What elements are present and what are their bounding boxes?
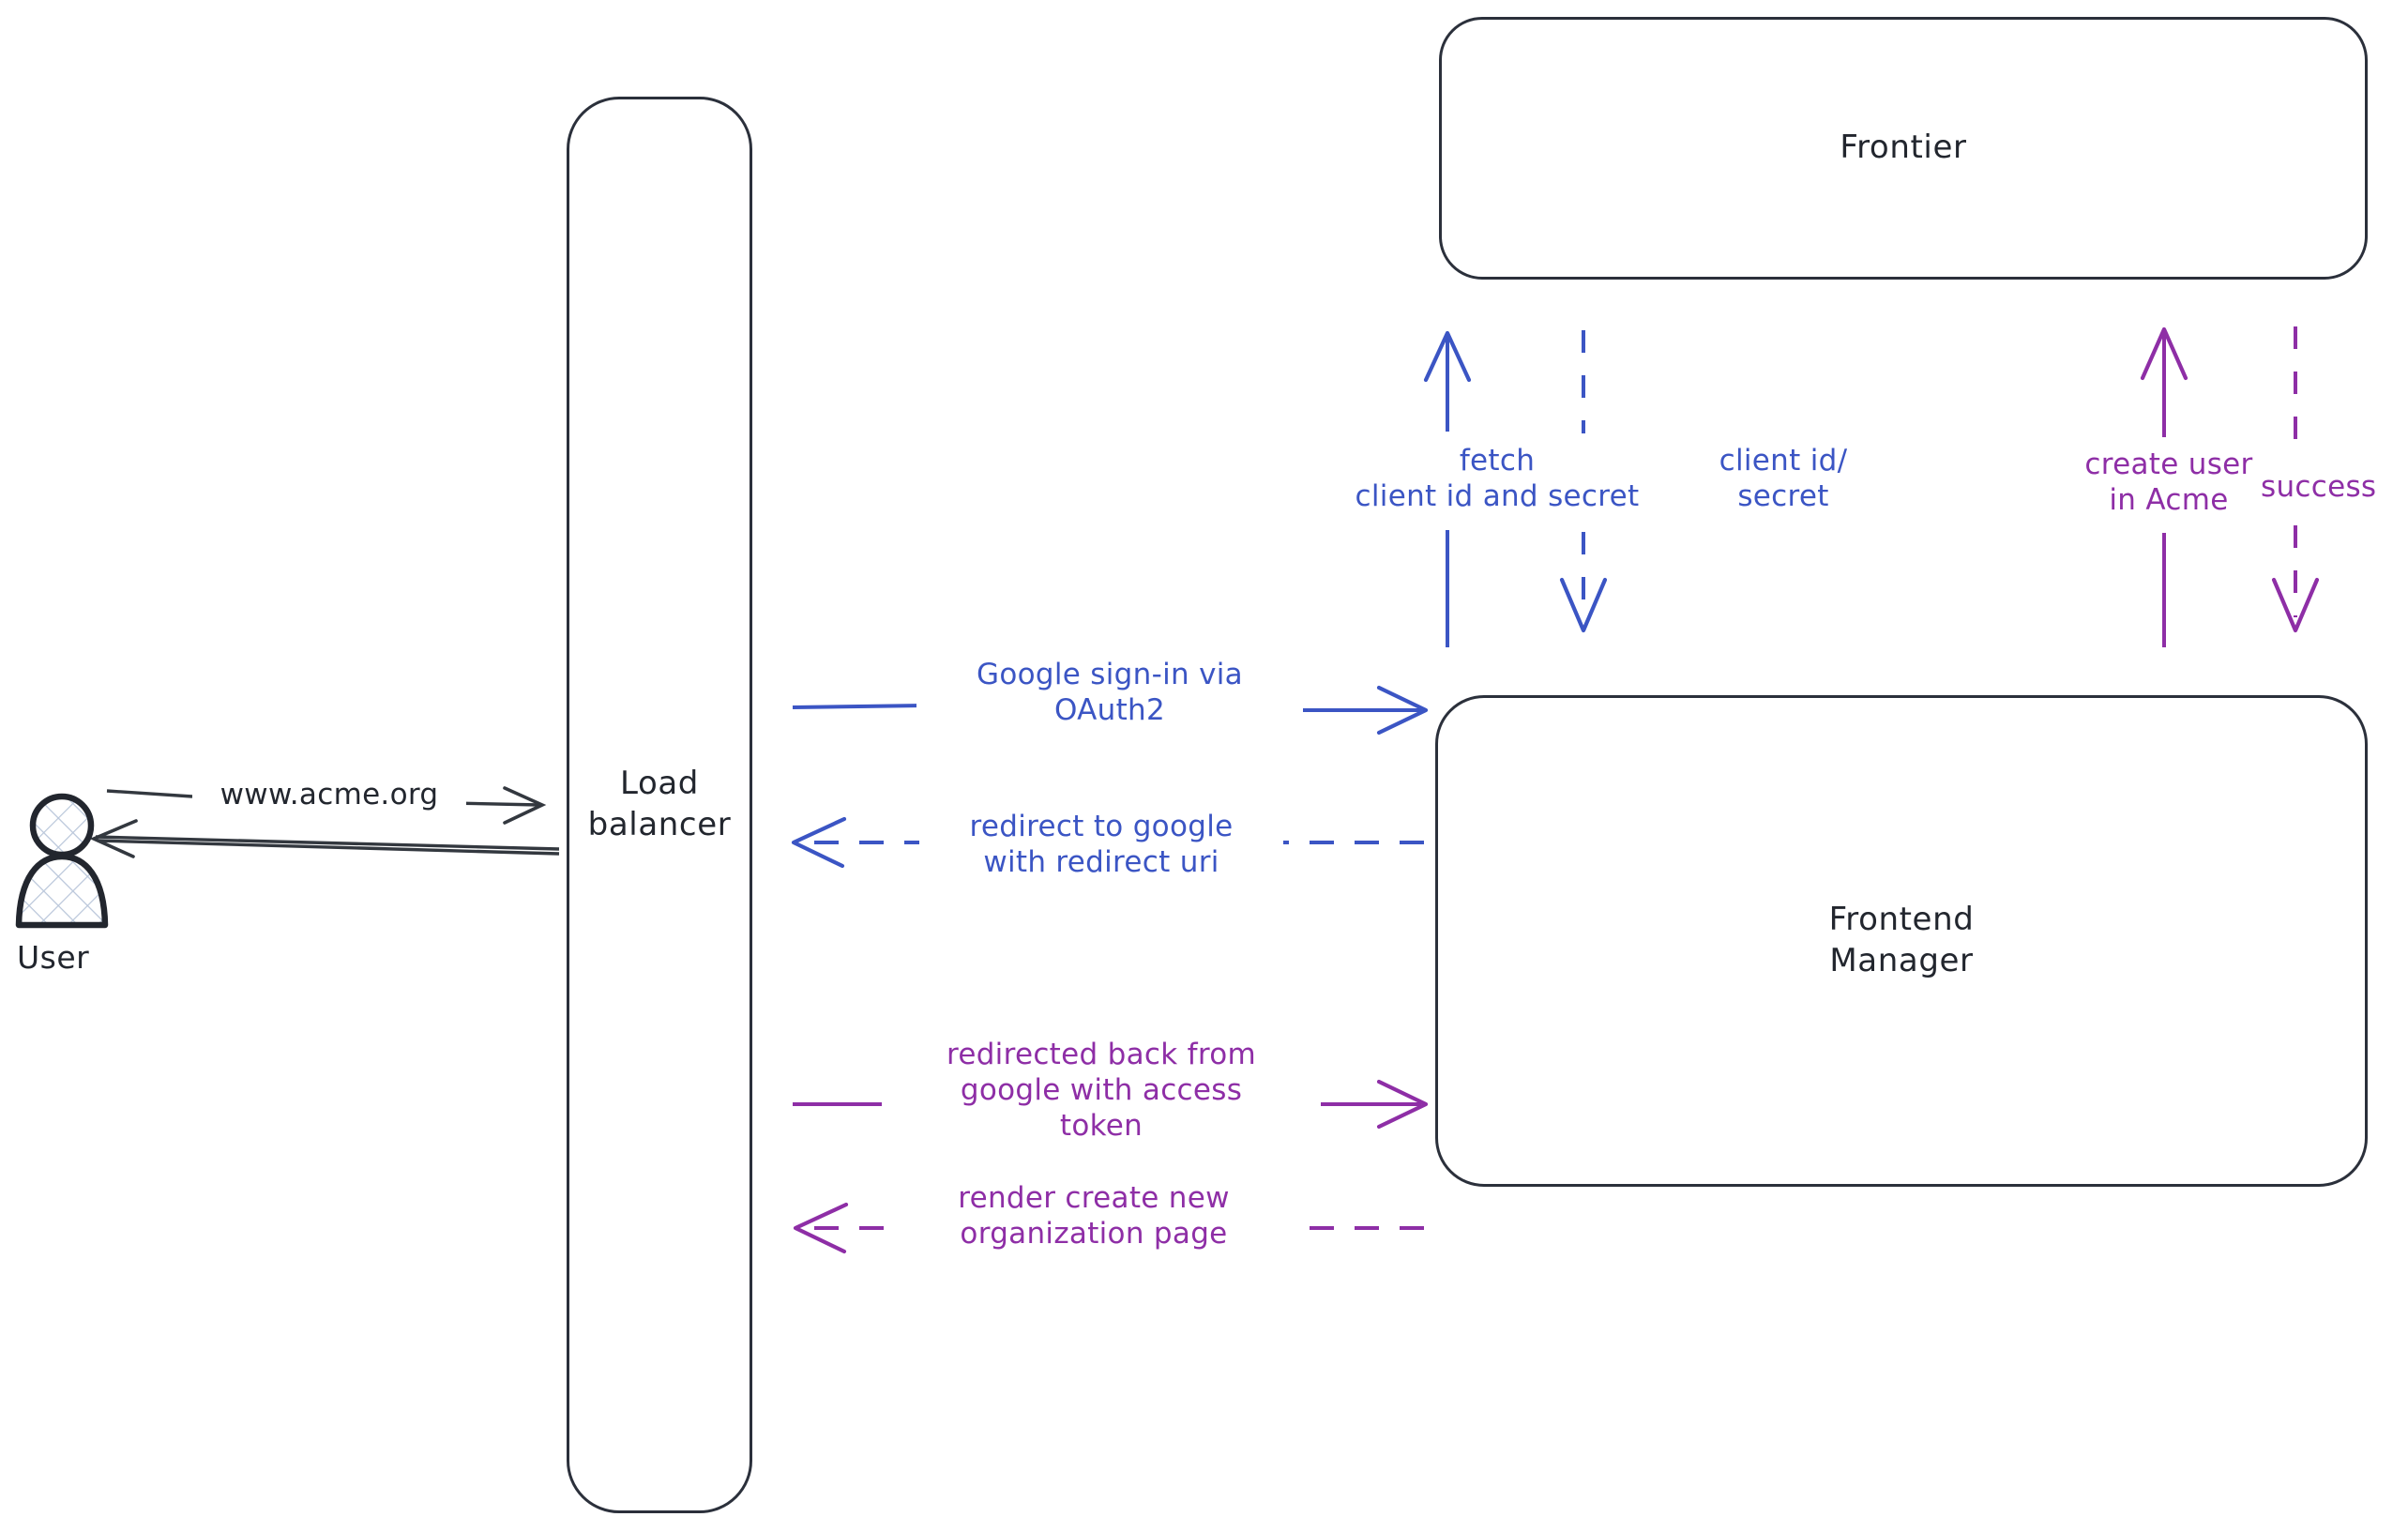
edge-success[interactable] bbox=[2271, 326, 2320, 633]
edge-client-id-secret[interactable] bbox=[1559, 330, 1608, 633]
user-head-icon bbox=[29, 793, 95, 858]
frontier-label: Frontier bbox=[1840, 129, 1967, 167]
edge-label-client-id-secret: client id/ secret bbox=[1677, 443, 1889, 516]
edge-create-user-in-acme[interactable] bbox=[2140, 326, 2188, 647]
frontier-node[interactable]: Frontier bbox=[1439, 17, 2368, 280]
edge-label-fetch-client-id-and-secret: fetch client id and secret bbox=[1295, 443, 1700, 516]
edge-load-balancer-to-user[interactable] bbox=[89, 819, 560, 858]
edge-label-redirect-to-google: redirect to google with redirect uri bbox=[919, 809, 1283, 882]
edge-label-create-user-in-acme: create user in Acme bbox=[2041, 447, 2296, 520]
frontend-manager-label: Frontend Manager bbox=[1828, 901, 1975, 979]
edge-label-success: success bbox=[2255, 469, 2408, 507]
user-actor-label: User bbox=[17, 939, 90, 976]
edge-label-render-create-new-organization-page: render create new organization page bbox=[893, 1180, 1295, 1253]
user-actor[interactable] bbox=[15, 793, 109, 929]
user-body-icon bbox=[15, 853, 109, 929]
load-balancer-node[interactable]: Load balancer bbox=[567, 97, 752, 1513]
frontend-manager-node[interactable]: Frontend Manager bbox=[1435, 695, 2368, 1187]
edge-google-signin-via-oauth2[interactable] bbox=[792, 685, 1429, 736]
edge-redirected-back-with-access-token[interactable] bbox=[793, 1079, 1429, 1130]
edge-label-redirected-back-with-access-token: redirected back from google with access … bbox=[882, 1037, 1321, 1145]
edge-label-www-acme-org: www.acme.org bbox=[192, 777, 466, 814]
edge-redirect-to-google[interactable] bbox=[791, 816, 1424, 869]
edge-fetch-client-id-and-secret[interactable] bbox=[1423, 330, 1472, 647]
load-balancer-label: Load balancer bbox=[587, 765, 732, 843]
edge-label-google-signin-via-oauth2: Google sign-in via OAuth2 bbox=[916, 657, 1303, 730]
